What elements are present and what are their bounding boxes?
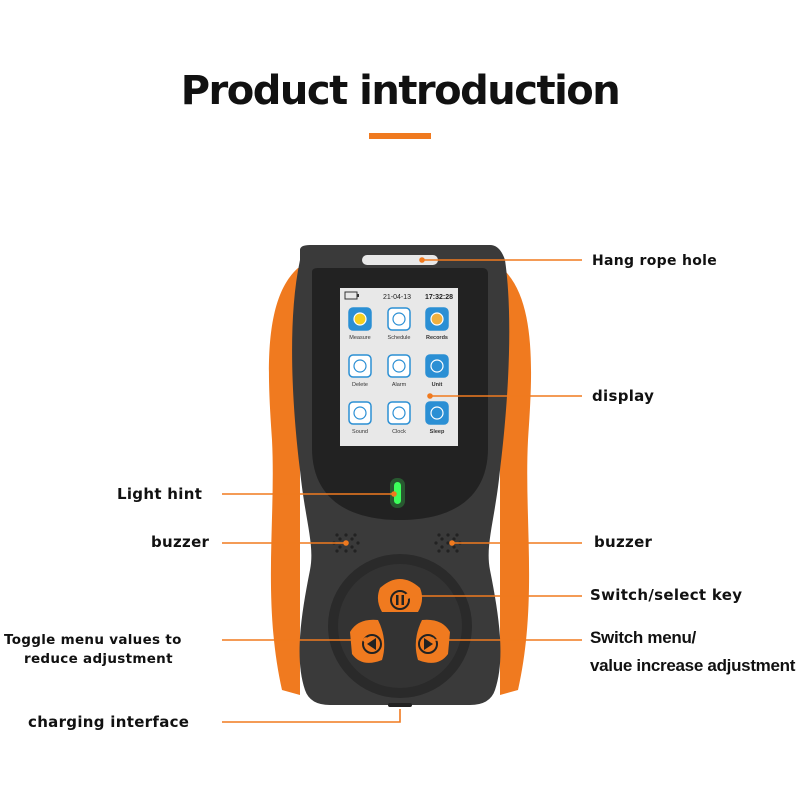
label-light-hint: Light hint [117, 485, 203, 503]
switch-select-key[interactable] [377, 579, 423, 612]
buzzer-hole [338, 537, 342, 541]
screen-menu-item: Schedule [387, 307, 411, 341]
buzzer-hole [344, 549, 348, 553]
buzzer-hole [338, 545, 342, 549]
buzzer-hole [446, 541, 450, 545]
clock-icon [387, 307, 411, 331]
charging-port [388, 703, 412, 707]
label-switch-menu-line2: value increase adjustment [590, 656, 796, 675]
buzzer-hole [335, 549, 339, 553]
unit-icon [425, 354, 449, 378]
screen-menu-item: Sleep [425, 401, 449, 435]
screen-menu-label: Schedule [388, 335, 411, 341]
buzzer-hole [350, 545, 354, 549]
delete-icon [348, 354, 372, 378]
clock-icon [387, 401, 411, 425]
label-switch-menu-line1: Switch menu/ [590, 628, 696, 647]
buzzer-hole [344, 533, 348, 537]
label-hang-rope-hole: Hang rope hole [592, 253, 718, 269]
label-switch-select-key: Switch/select key [590, 586, 743, 604]
screen-menu-label: Delete [352, 382, 368, 388]
buzzer-hole [446, 533, 450, 537]
alarm-icon [387, 354, 411, 378]
screen-menu-label: Alarm [392, 382, 407, 388]
page-title: Product introduction [180, 68, 621, 114]
screen-menu-item: Delete [348, 354, 372, 388]
label-toggle-line2: reduce adjustment [24, 651, 173, 667]
screen-menu-label: Records [426, 335, 448, 341]
screen-menu-item: Measure [348, 307, 372, 341]
buzzer-hole [353, 533, 357, 537]
callout-lines [222, 257, 582, 723]
screen-time: 17:32:28 [425, 294, 453, 301]
buzzer-hole [452, 545, 456, 549]
screen-status-bar: 21-04-13 17:32:28 [344, 291, 453, 301]
buzzer-hole [350, 537, 354, 541]
light-hint-led [394, 482, 401, 504]
screen-menu-item: Records [425, 307, 449, 341]
hang-rope-hole [362, 255, 438, 265]
screen-menu-label: Measure [349, 335, 370, 341]
label-buzzer-right: buzzer [594, 533, 653, 551]
screen-menu-label: Sleep [430, 429, 445, 435]
screen-menu-label: Unit [432, 382, 443, 388]
label-charging-interface: charging interface [28, 713, 190, 731]
screen-menu-item: Unit [425, 354, 449, 388]
screen-menu-label: Sound [352, 429, 368, 435]
moon-icon [425, 401, 449, 425]
label-toggle-line1: Toggle menu values to [4, 632, 182, 648]
buzzer-hole [353, 549, 357, 553]
buzzer-hole [437, 533, 441, 537]
screen-menu-item: Alarm [387, 354, 411, 388]
screen-date: 21-04-13 [383, 294, 411, 301]
buzzer-hole [440, 545, 444, 549]
buzzer-hole [455, 533, 459, 537]
title-underline [369, 133, 431, 139]
buzzer-hole [356, 541, 360, 545]
speaker-icon [348, 401, 372, 425]
left-bumper [268, 268, 300, 695]
label-display: display [592, 387, 655, 405]
screen-menu-item: Clock [387, 401, 411, 435]
buzzer-hole [446, 549, 450, 553]
buzzer-hole [434, 541, 438, 545]
buzzer-hole [452, 537, 456, 541]
buzzer-hole [440, 537, 444, 541]
screen-menu-item: Sound [348, 401, 372, 435]
screen-menu-label: Clock [392, 429, 406, 435]
buzzer-hole [455, 549, 459, 553]
buzzer-hole [335, 533, 339, 537]
label-buzzer-left: buzzer [151, 533, 210, 551]
buzzer-hole [437, 549, 441, 553]
